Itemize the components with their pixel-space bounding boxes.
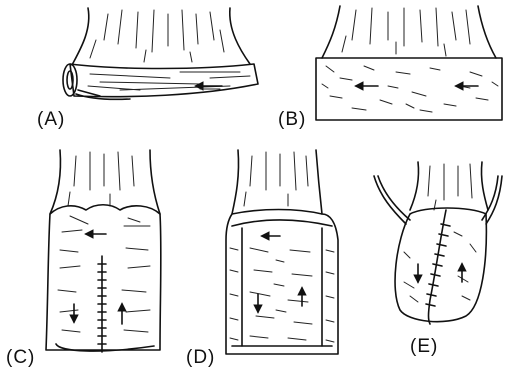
panel-d-label: (D) — [186, 347, 215, 368]
panel-a-label: (A) — [37, 109, 65, 130]
panel-d-drawing — [226, 150, 338, 354]
panel-e-label: (E) — [410, 336, 438, 357]
panel-c-drawing — [46, 150, 161, 352]
panel-c-label: (C) — [6, 347, 35, 368]
panel-e-drawing — [374, 162, 502, 324]
panel-b-label: (B) — [278, 109, 306, 130]
panel-b-drawing — [316, 6, 502, 120]
panel-a-drawing — [63, 8, 258, 99]
